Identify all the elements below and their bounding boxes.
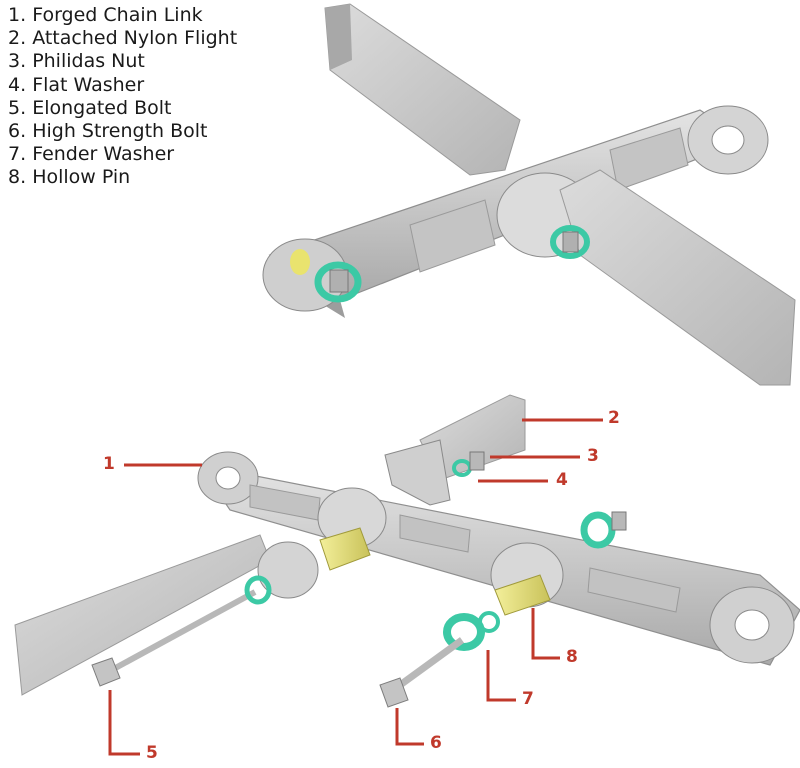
exploded-link-panel-2 [399,514,471,553]
high-strength-bolt-shaft [393,637,465,691]
callout-7: 7 [522,689,534,709]
assembled-washer-right [550,225,590,259]
callout-6: 6 [430,733,442,753]
fender-washer [443,613,485,651]
exploded-flight-lower-hub [257,541,319,599]
legend-item-3: 3. Philidas Nut [8,50,145,73]
leader-8 [531,608,560,660]
elongated-bolt-head [91,657,121,687]
legend-item-5: 5. Elongated Bolt [8,96,172,119]
exploded-link-panel-3 [587,567,681,613]
exploded-flight-bracket [384,439,451,506]
leader-5 [108,690,140,756]
assembled-link-panel-1 [409,199,496,273]
exploded-right-eye-hole [734,609,770,641]
assembled-nut-right [562,231,579,253]
washer-upper-right [580,511,616,549]
exploded-flight-lower [14,534,271,696]
assembled-right-eye-hole [711,125,745,155]
leader-7 [486,650,516,702]
hollow-pin-1 [319,527,371,571]
assembled-washer-left [314,261,362,303]
legend-item-7: 7. Fender Washer [8,143,175,166]
assembled-left-pin-yellow [290,249,310,275]
legend-item-6: 6. High Strength Bolt [8,120,208,143]
assembled-link-panel-2 [609,127,689,191]
callout-8: 8 [566,647,578,667]
callout-leaders [108,418,603,756]
legend-item-4: 4. Flat Washer [8,73,145,96]
exploded-left-eye-hole [215,466,241,490]
flight-blade-upper-edge [325,4,352,70]
leader-6 [395,708,424,746]
exploded-view [14,394,800,708]
legend-item-8: 8. Hollow Pin [8,166,131,189]
flat-washer-lower [478,611,500,633]
philidas-nut [469,451,485,471]
flight-blade-lower [559,169,796,386]
washer-left-flight [244,575,272,605]
elongated-bolt-shaft [106,589,257,675]
callout-3: 3 [587,446,599,466]
assembled-view [262,3,796,386]
callout-5: 5 [146,743,158,763]
callout-2: 2 [608,408,620,428]
hollow-pin-2 [494,574,551,616]
high-strength-bolt-head [379,677,409,708]
legend-item-2: 2. Attached Nylon Flight [8,27,238,50]
callout-4: 4 [556,470,568,490]
flight-blade-upper [324,3,521,176]
assembled-nut-left [329,269,349,293]
callout-1: 1 [103,454,115,474]
legend-item-1: 1. Forged Chain Link [8,4,203,26]
nut-upper-right [611,511,627,531]
parts-legend: 1. Forged Chain Link 2. Attached Nylon F… [8,4,237,190]
